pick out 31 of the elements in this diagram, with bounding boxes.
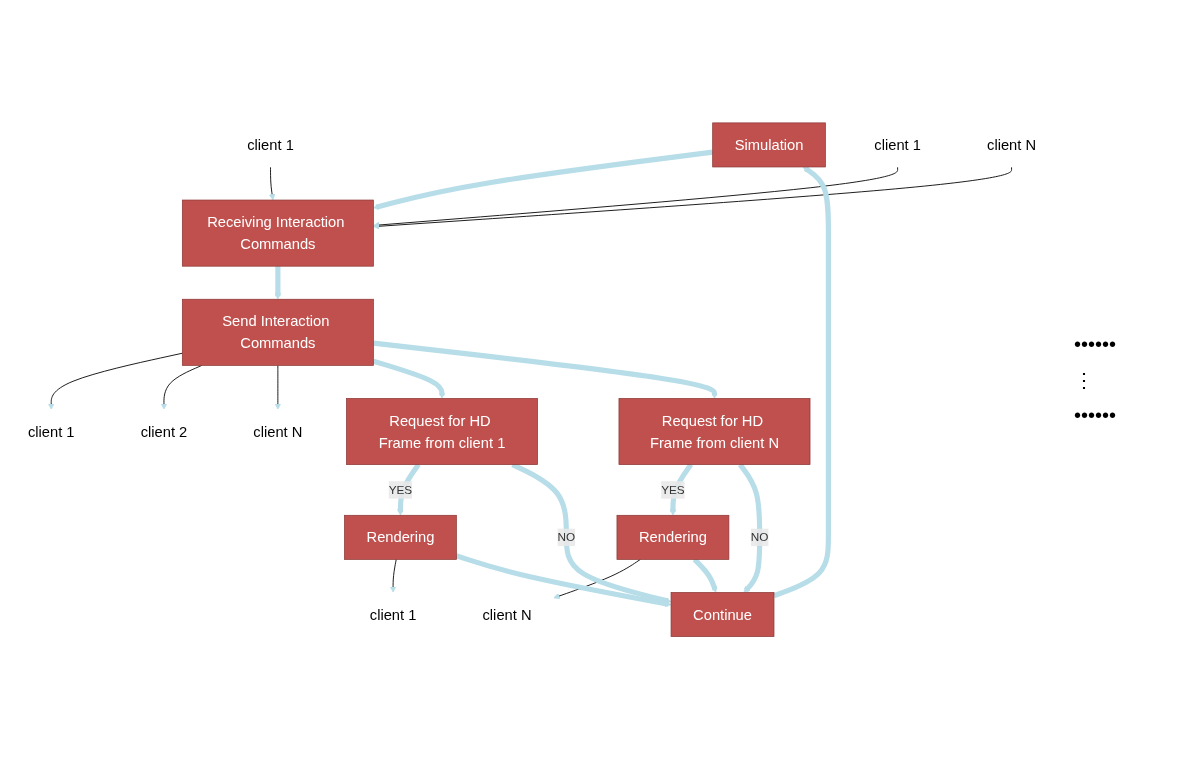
node-text: client 1	[874, 137, 921, 154]
arrow	[373, 149, 713, 210]
node-text: client 1	[247, 137, 294, 154]
node-text: client 1	[27, 423, 75, 440]
node-box: Request for HD Frame from client N	[618, 398, 811, 466]
arrow	[455, 553, 672, 608]
node-box: Rendering	[344, 515, 457, 561]
arrow	[397, 463, 421, 516]
node-box: Rendering	[616, 515, 730, 561]
arrow	[373, 340, 718, 400]
edge-label: YES	[388, 483, 413, 497]
node-box: Receiving Interaction Commands	[181, 199, 374, 267]
node-text: client 1	[369, 606, 417, 623]
node-box: Request for HD Frame from client 1	[346, 398, 538, 466]
node-text: client N	[482, 606, 532, 623]
arrow	[669, 463, 694, 516]
edge-label: YES	[661, 483, 685, 497]
node-box: Continue	[670, 592, 775, 638]
edge-label: NO	[557, 531, 576, 544]
node-text: client N	[987, 137, 1037, 154]
node-text: client 2	[140, 423, 188, 440]
ellipsis-dots: ••••••	[1074, 404, 1117, 427]
ellipsis-dots: ⋮	[1074, 368, 1095, 392]
node-box: Simulation	[712, 122, 826, 168]
arrow	[274, 266, 282, 300]
node-text: client N	[253, 423, 303, 440]
edge-label: NO	[750, 531, 769, 544]
arrow	[738, 463, 763, 594]
ellipsis-dots: ••••••	[1074, 333, 1117, 356]
arrow	[773, 166, 831, 599]
node-box: Send Interaction Commands	[181, 299, 374, 367]
